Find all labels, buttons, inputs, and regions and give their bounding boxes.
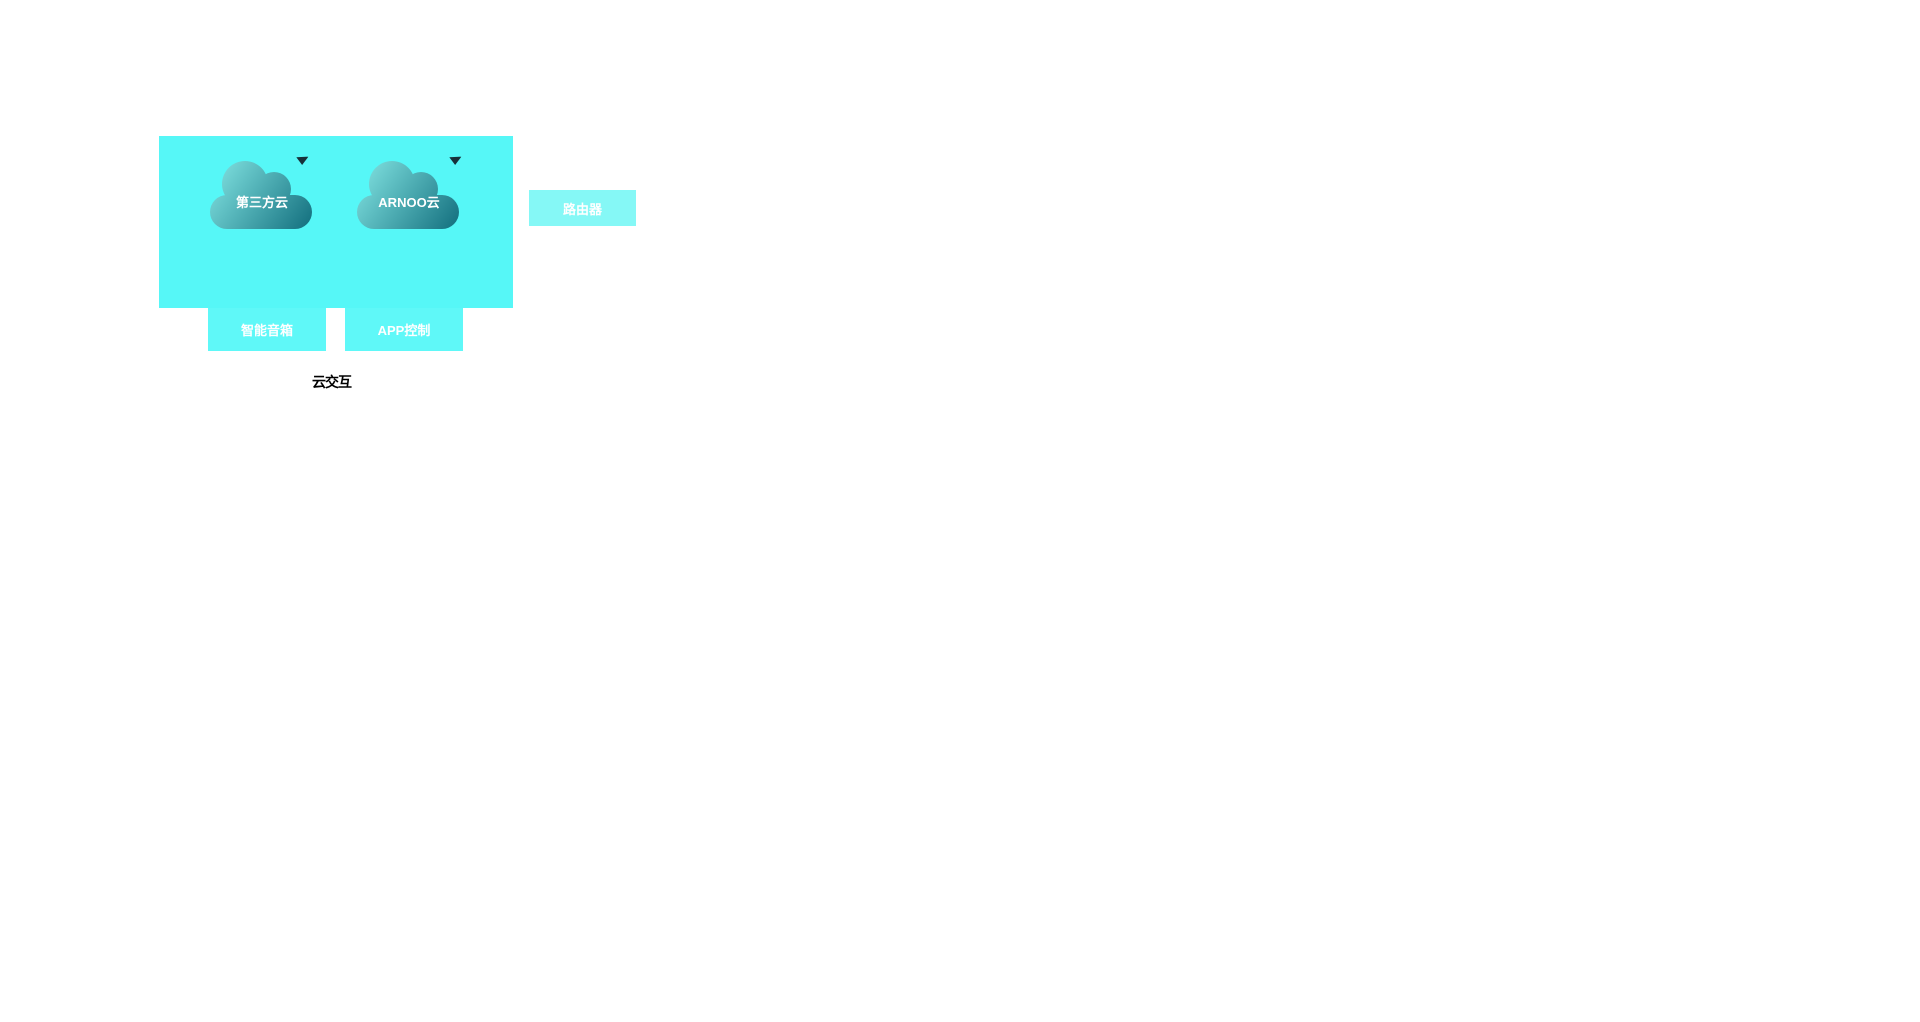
app-control-label: APP控制	[377, 323, 431, 338]
smart-speaker-box: 智能音箱	[208, 308, 326, 351]
cloud-third-party-label: 第三方云	[235, 195, 288, 210]
app-control-box: APP控制	[345, 308, 463, 351]
smart-speaker-label: 智能音箱	[240, 323, 293, 338]
router-label: 路由器	[562, 201, 602, 217]
cloud-icon	[357, 161, 459, 229]
cloud-arnoo: ARNOO云	[354, 155, 464, 233]
caption-text: 云交互	[312, 374, 352, 390]
cloud-arnoo-label: ARNOO云	[378, 195, 440, 210]
router-box: 路由器	[529, 190, 636, 226]
cloud-icon	[210, 161, 312, 229]
cloud-third-party: 第三方云	[207, 155, 317, 233]
